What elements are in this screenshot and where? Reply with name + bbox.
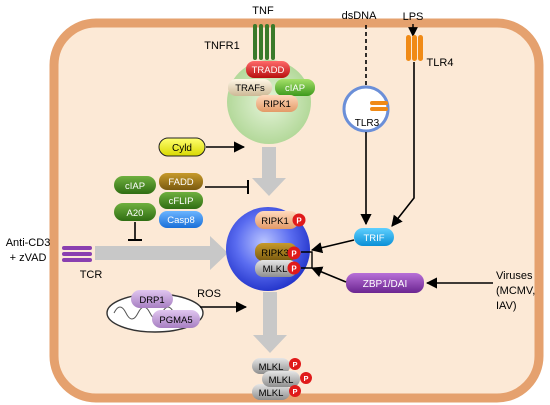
tlr4-to-trif-arrow xyxy=(391,62,415,227)
oligomer-mlkl-1 xyxy=(252,358,290,374)
gray-arrow-tcr-to-necrosome xyxy=(95,236,228,270)
complex-tradd-label: TRADD xyxy=(252,65,285,76)
drp1-label: DRP1 xyxy=(139,295,164,306)
zbp1-label: ZBP1/DAI xyxy=(363,279,407,290)
oligomer-mlkl-1-label: MLKL xyxy=(259,362,284,373)
pgma5-label: PGMA5 xyxy=(159,315,192,326)
inhib-casp8-label: Casp8 xyxy=(167,215,194,226)
phospho-badge-ripk1 xyxy=(292,213,306,227)
mitochondrion: DRP1 PGMA5 xyxy=(106,290,204,333)
necrosome-ripk3 xyxy=(255,243,297,261)
tlr3-bar-top xyxy=(370,101,388,105)
inhib-ciap xyxy=(114,176,156,194)
complex-ripk1 xyxy=(256,95,298,112)
phospho-badge-ripk3 xyxy=(287,246,301,260)
inhib-a20 xyxy=(114,203,156,221)
inhibitory-complex: cIAP FADD cFLIP Casp8 A20 xyxy=(114,173,203,228)
anti-cd3-label-line1: Anti-CD3 xyxy=(6,237,51,249)
cyld-node xyxy=(158,137,206,157)
viruses-label-line1: Viruses xyxy=(496,270,533,282)
pgma5-node xyxy=(152,310,200,328)
oligomer-phospho-3-label: P xyxy=(292,387,297,396)
tlr3-bar-bottom xyxy=(370,107,388,111)
necrosome-ripk1-label: RIPK1 xyxy=(261,216,288,227)
inhib-casp8 xyxy=(159,211,203,228)
gray-arrows xyxy=(95,147,287,353)
oligomer-phospho-1 xyxy=(289,358,301,370)
ripk3-mlkl-bracket xyxy=(301,251,313,269)
oligomer-phospho-1-label: P xyxy=(292,360,297,369)
complex-i: TRADD TRAFs cIAP RIPK1 xyxy=(227,60,315,144)
oligomer-phospho-2 xyxy=(300,372,312,384)
zbp1-to-necrosome-arrow xyxy=(310,266,347,283)
complex-trafs-label: TRAFs xyxy=(235,83,265,94)
viruses-label-line2: (MCMV, xyxy=(496,285,535,297)
zbp1-node xyxy=(346,273,424,293)
tcr-label: TCR xyxy=(80,269,103,281)
anti-cd3-label-line2: + zVAD xyxy=(10,252,47,264)
gray-arrow-necrosome-to-mlkl xyxy=(253,292,287,353)
oligomer-mlkl-3 xyxy=(252,384,290,400)
phospho-label-ripk1: P xyxy=(296,217,302,226)
phospho-label-mlkl: P xyxy=(291,265,297,274)
oligomer-mlkl-2 xyxy=(262,371,300,387)
necrosome-ripk3-label: RIPK3 xyxy=(261,248,288,259)
phospho-badge-mlkl xyxy=(287,261,301,275)
tnfr1-receptor xyxy=(253,24,275,60)
trif-to-necrosome-arrow xyxy=(310,239,355,254)
complex-ciap xyxy=(275,79,315,96)
tlr3-label: TLR3 xyxy=(355,118,380,129)
inhib-a20-label: A20 xyxy=(127,208,144,219)
tnf-label: TNF xyxy=(252,5,274,17)
necrosome: RIPK1 RIPK3 MLKL P P P xyxy=(226,207,313,291)
trif-node xyxy=(354,228,394,246)
tlr4-receptor xyxy=(406,35,423,61)
necrosome-mlkl xyxy=(255,260,297,277)
mlkl-oligomer: MLKL MLKL MLKL P P P xyxy=(252,358,312,400)
trif-label: TRIF xyxy=(363,233,384,244)
complex-trafs xyxy=(228,79,272,96)
necrosome-mlkl-label: MLKL xyxy=(263,264,288,275)
inhib-fadd-label: FADD xyxy=(168,177,193,188)
dsdna-label: dsDNA xyxy=(342,10,378,22)
complex-tradd xyxy=(246,61,290,78)
complex-ripk1-label: RIPK1 xyxy=(263,99,290,110)
oligomer-phospho-3 xyxy=(289,385,301,397)
tlr4-label: TLR4 xyxy=(427,57,454,69)
inhib-ciap-label: cIAP xyxy=(125,181,145,192)
ros-label: ROS xyxy=(197,288,221,300)
lps-label: LPS xyxy=(403,11,424,23)
viruses-label-line3: IAV) xyxy=(496,300,517,312)
oligomer-mlkl-3-label: MLKL xyxy=(259,388,284,399)
complex-ciap-label: cIAP xyxy=(285,83,305,94)
cyld-label: Cyld xyxy=(172,143,192,154)
inhib-cflip-label: cFLIP xyxy=(169,196,194,207)
inhib-cflip xyxy=(159,192,203,209)
gray-arrow-complex-to-necrosome xyxy=(252,147,286,196)
necrosome-ripk1 xyxy=(255,211,299,229)
oligomer-phospho-2-label: P xyxy=(303,374,308,383)
phospho-label-ripk3: P xyxy=(291,250,297,259)
drp1-node xyxy=(131,290,173,308)
tnfr1-label: TNFR1 xyxy=(204,40,239,52)
oligomer-mlkl-2-label: MLKL xyxy=(269,375,294,386)
tcr-receptor xyxy=(62,246,92,262)
inhib-fadd xyxy=(159,173,203,190)
